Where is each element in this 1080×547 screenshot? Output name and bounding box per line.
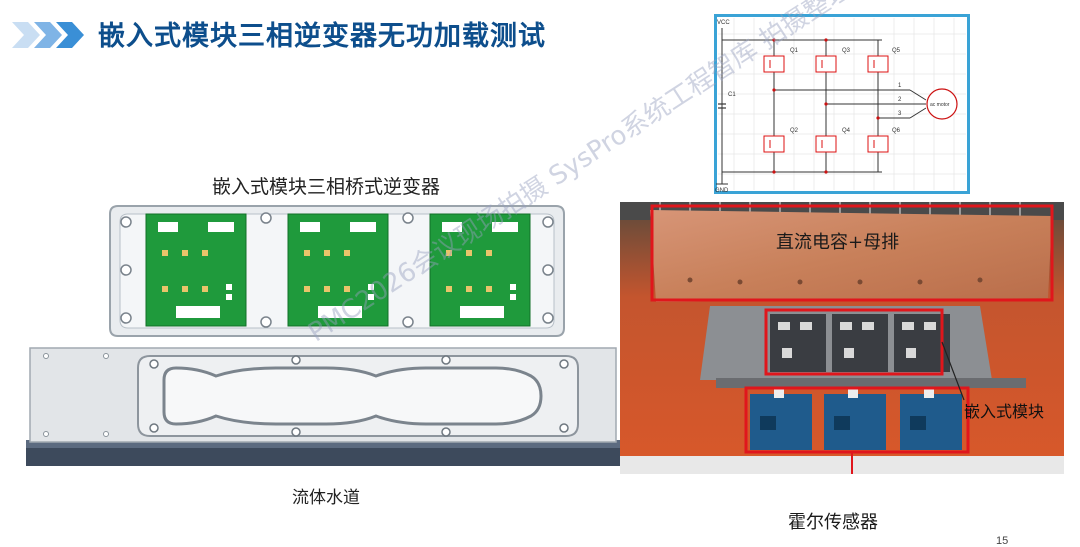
pcb-2 xyxy=(287,213,389,327)
motor-label: ac motor xyxy=(930,102,950,108)
module-label: 嵌入式模块 xyxy=(964,402,1045,421)
vcc-label: VCC xyxy=(717,20,730,26)
slide-title: 嵌入式模块三相逆变器无功加载测试 xyxy=(98,21,546,52)
cooling-channel-illustration xyxy=(26,347,620,466)
capacitor-label: 直流电容+母排 xyxy=(776,232,900,253)
pcb-3 xyxy=(429,213,531,327)
capacitor-label: C1 xyxy=(728,92,736,98)
inverter-caption: 嵌入式模块三相桥式逆变器 xyxy=(212,176,441,198)
title-chevrons-icon xyxy=(12,22,84,48)
inverter-schematic: VCC GND C1 Q1 Q3 Q5 Q2 Q4 Q6 1 2 3 ac mo… xyxy=(714,14,970,194)
q3-label: Q3 xyxy=(842,48,851,54)
q5-label: Q5 xyxy=(892,48,901,54)
q2-label: Q2 xyxy=(790,128,799,134)
capacitor-highlight-box xyxy=(650,204,1054,302)
inverter-board-illustration xyxy=(109,205,565,337)
gnd-label: GND xyxy=(715,188,729,194)
q4-label: Q4 xyxy=(842,128,851,134)
sensor-highlight-box xyxy=(744,386,970,454)
page-number: 15 xyxy=(996,535,1009,547)
q6-label: Q6 xyxy=(892,128,901,134)
phase-1-label: 1 xyxy=(898,83,902,89)
channel-caption: 流体水道 xyxy=(292,488,360,508)
phase-2-label: 2 xyxy=(898,97,902,103)
pcb-1 xyxy=(145,213,247,327)
q1-label: Q1 xyxy=(790,48,799,54)
phase-3-label: 3 xyxy=(898,111,902,117)
test-bench-photo xyxy=(620,202,1064,474)
sensor-label: 霍尔传感器 xyxy=(788,512,878,533)
